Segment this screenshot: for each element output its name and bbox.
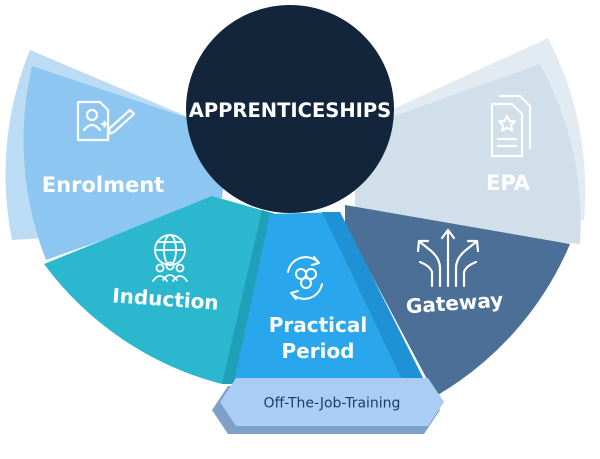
certificate-star-icon <box>490 94 532 158</box>
enrolment-label: Enrolment <box>42 173 164 197</box>
practical-label-line1: Practical <box>269 313 368 337</box>
practical-period-segment <box>232 212 430 392</box>
document-user-pencil-icon <box>76 100 136 142</box>
center-title: APPRENTICESHIPS <box>189 99 391 122</box>
practical-period-edge <box>322 212 430 392</box>
cycle-nodes-icon <box>287 256 323 300</box>
gateway-segment <box>345 205 570 396</box>
epa-segment <box>355 64 581 244</box>
diverging-arrows-icon <box>416 228 480 288</box>
center-circle <box>186 5 394 213</box>
badge <box>220 378 444 426</box>
induction-segment <box>44 196 282 384</box>
globe-people-icon <box>152 234 188 282</box>
epa-label: EPA <box>486 171 531 195</box>
badge-label: Off-The-Job-Training <box>264 396 401 412</box>
practical-label-line2: Period <box>282 339 355 363</box>
